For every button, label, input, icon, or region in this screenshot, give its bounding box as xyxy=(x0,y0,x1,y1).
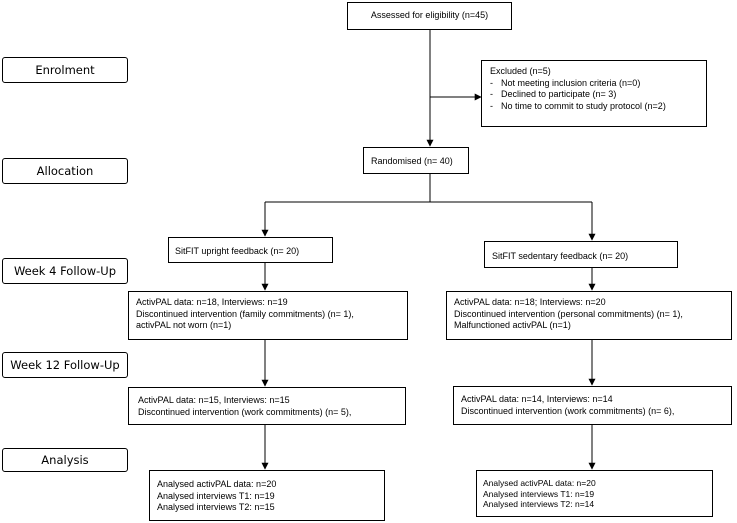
right-analysis-line: Analysed activPAL data: n=20 xyxy=(483,478,596,488)
stage-week4: Week 4 Follow-Up xyxy=(2,258,128,284)
stage-analysis-label: Analysis xyxy=(41,453,89,467)
randomised-text: Randomised (n= 40) xyxy=(371,156,453,166)
right-group-box: SitFIT sedentary feedback (n= 20) xyxy=(484,241,678,268)
right-week12-box: ActivPAL data: n=14, Interviews: n=14 Di… xyxy=(453,386,732,425)
right-analysis-line: Analysed interviews T2: n=14 xyxy=(483,499,595,509)
stage-week12-label: Week 12 Follow-Up xyxy=(10,358,120,372)
right-group-label: SitFIT sedentary feedback (n= 20) xyxy=(492,251,629,261)
stage-analysis: Analysis xyxy=(2,448,128,472)
left-week12-line: ActivPAL data: n=15, Interviews: n=15 xyxy=(138,395,290,405)
excluded-reason: -No time to commit to study protocol (n=… xyxy=(490,100,666,111)
stage-week12: Week 12 Follow-Up xyxy=(2,352,128,378)
left-analysis-line: Analysed interviews T1: n=19 xyxy=(157,490,275,501)
stage-allocation: Allocation xyxy=(2,158,128,184)
left-week4-box: ActivPAL data: n=18, Interviews: n=19 Di… xyxy=(128,291,408,340)
left-analysis-line: Analysed interviews T2: n=15 xyxy=(157,502,275,512)
stage-week4-label: Week 4 Follow-Up xyxy=(13,264,117,278)
right-week12-line: ActivPAL data: n=14, Interviews: n=14 xyxy=(461,394,613,404)
right-week12-line: Discontinued intervention (work commitme… xyxy=(461,405,675,416)
left-analysis-box: Analysed activPAL data: n=20 Analysed in… xyxy=(149,470,385,521)
left-week4-line: Discontinued intervention (family commit… xyxy=(136,308,354,319)
randomised-box: Randomised (n= 40) xyxy=(363,147,469,174)
right-week4-line: Malfunctioned activPAL (n=1) xyxy=(454,320,571,330)
excluded-reason: -Not meeting inclusion criteria (n=0) xyxy=(490,77,641,88)
left-week12-box: ActivPAL data: n=15, Interviews: n=15 Di… xyxy=(128,387,406,425)
stage-allocation-label: Allocation xyxy=(36,164,94,178)
left-group-box: SitFIT upright feedback (n= 20) xyxy=(168,237,333,263)
left-analysis-line: Analysed activPAL data: n=20 xyxy=(157,479,277,489)
right-week4-box: ActivPAL data: n=18; Interviews: n=20 Di… xyxy=(446,291,732,340)
excluded-title: Excluded (n=5) xyxy=(490,66,551,76)
left-week4-line: activPAL not worn (n=1) xyxy=(136,320,232,330)
excluded-box: Excluded (n=5) -Not meeting inclusion cr… xyxy=(481,60,707,127)
right-week4-line: Discontinued intervention (personal comm… xyxy=(454,308,683,319)
right-analysis-box: Analysed activPAL data: n=20 Analysed in… xyxy=(476,470,713,517)
right-week4-line: ActivPAL data: n=18; Interviews: n=20 xyxy=(454,297,606,307)
right-analysis-line: Analysed interviews T1: n=19 xyxy=(483,488,595,499)
assessed-box: Assessed for eligibility (n=45) xyxy=(347,2,512,30)
stage-enrolment: Enrolment xyxy=(2,57,128,83)
left-week4-line: ActivPAL data: n=18, Interviews: n=19 xyxy=(136,297,288,307)
stage-enrolment-label: Enrolment xyxy=(35,63,95,77)
assessed-text: Assessed for eligibility (n=45) xyxy=(370,10,489,20)
left-group-label: SitFIT upright feedback (n= 20) xyxy=(175,246,300,256)
left-week12-line: Discontinued intervention (work commitme… xyxy=(138,406,352,417)
excluded-reason: -Declined to participate (n= 3) xyxy=(490,89,617,99)
